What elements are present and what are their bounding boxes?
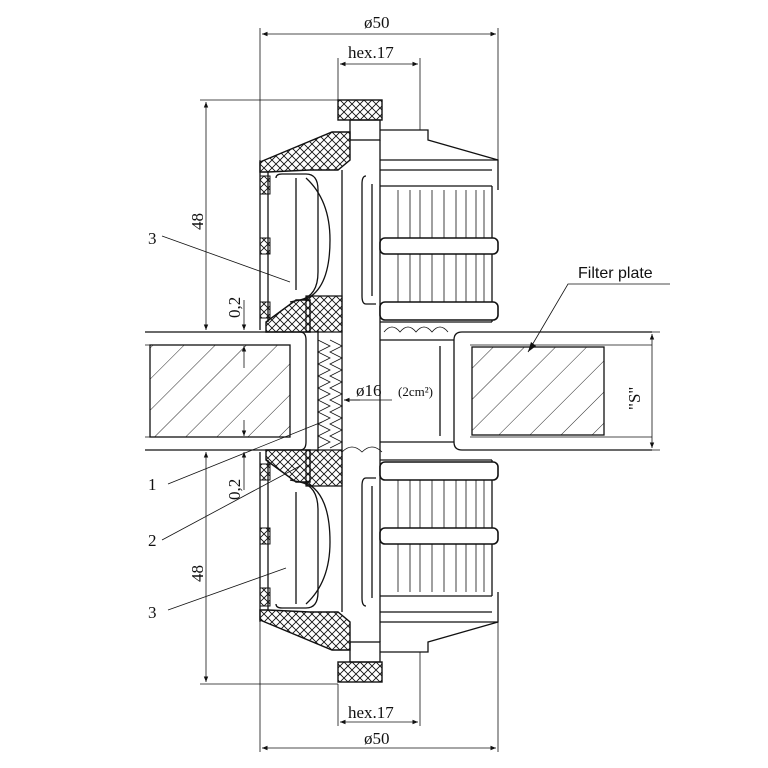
- item1-label: 1: [148, 475, 157, 494]
- upper-housing-section: [259, 99, 383, 333]
- lower-housing-section: [259, 449, 499, 683]
- bore-area-label: (2cm²): [398, 384, 433, 399]
- filter-plate-section: [145, 331, 652, 451]
- item3-lower-label: 3: [148, 603, 157, 622]
- item2-label: 2: [148, 531, 157, 550]
- central-thread: [317, 330, 454, 453]
- dia-bottom-label: ø50: [364, 729, 390, 748]
- leader-lines: [161, 235, 670, 611]
- gap-upper-label: 0,2: [225, 297, 244, 318]
- labels: ø50 hex.17 48 0,2 3 Filter plate ø16 (2c…: [148, 13, 653, 748]
- height-lower-label: 48: [188, 565, 207, 582]
- dimension-lines: [200, 28, 660, 752]
- thickness-label: "S": [625, 387, 644, 410]
- height-upper-label: 48: [188, 213, 207, 230]
- gap-lower-label: 0,2: [225, 479, 244, 500]
- hex-top-label: hex.17: [348, 43, 394, 62]
- filter-plate-label: Filter plate: [578, 265, 653, 282]
- upper-filter-element-view: [379, 129, 499, 333]
- dia-top-label: ø50: [364, 13, 390, 32]
- item3-upper-label: 3: [148, 229, 157, 248]
- hex-bottom-label: hex.17: [348, 703, 394, 722]
- bore-dia-label: ø16: [356, 381, 382, 400]
